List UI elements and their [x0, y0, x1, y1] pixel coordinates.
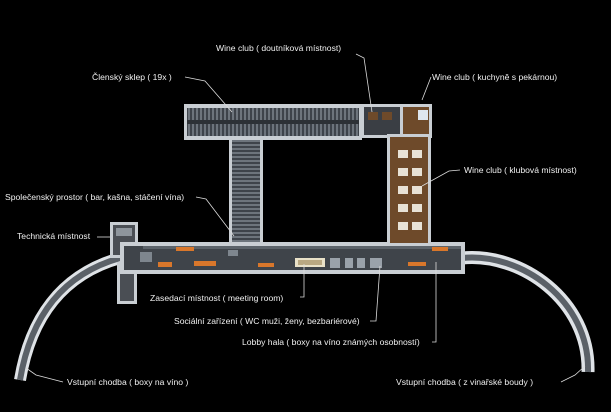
wine-club-upper-shape — [360, 104, 432, 138]
leader-kitchen — [421, 76, 432, 101]
label-wine-club-cigar: Wine club ( doutníková místnost) — [216, 43, 342, 53]
leader-lounge — [421, 169, 461, 187]
label-technical-room: Technická místnost — [17, 231, 91, 241]
entrance-corridor-left-shape — [14, 252, 122, 381]
leader-lines — [25, 53, 586, 383]
label-lobby-hall: Lobby hala ( boxy na víno známých osobno… — [242, 337, 420, 347]
wine-club-lounge-shape — [387, 134, 431, 246]
label-member-cellar: Členský sklep ( 19x ) — [92, 72, 172, 82]
label-social-space: Společenský prostor ( bar, kašna, stáčen… — [5, 192, 185, 202]
leader-entrance-left — [25, 367, 64, 383]
member-cellar-shape — [184, 104, 362, 140]
label-meeting-room: Zasedací místnost ( meeting room) — [150, 293, 284, 303]
label-wine-club-lounge: Wine club ( klubová místnost) — [464, 165, 577, 175]
leader-cigar — [355, 53, 373, 113]
entrance-corridor-right-shape — [461, 251, 595, 373]
leader-lobby — [432, 262, 437, 343]
leader-restrooms — [370, 265, 381, 322]
label-wine-club-kitchen: Wine club ( kuchyně s pekárnou) — [432, 72, 558, 82]
leader-meeting — [300, 264, 305, 298]
leader-social — [195, 196, 235, 237]
label-entrance-corridor-left: Vstupní chodba ( boxy na víno ) — [67, 377, 189, 387]
main-hall-shape — [120, 242, 465, 274]
leader-entrance-right — [560, 365, 586, 383]
connector-corridor-shape — [229, 136, 263, 244]
leader-cellar — [184, 76, 233, 113]
label-entrance-corridor-right: Vstupní chodba ( z vinařské boudy ) — [396, 377, 534, 387]
label-restrooms: Sociální zařízení ( WC muži, ženy, bezba… — [174, 316, 360, 326]
